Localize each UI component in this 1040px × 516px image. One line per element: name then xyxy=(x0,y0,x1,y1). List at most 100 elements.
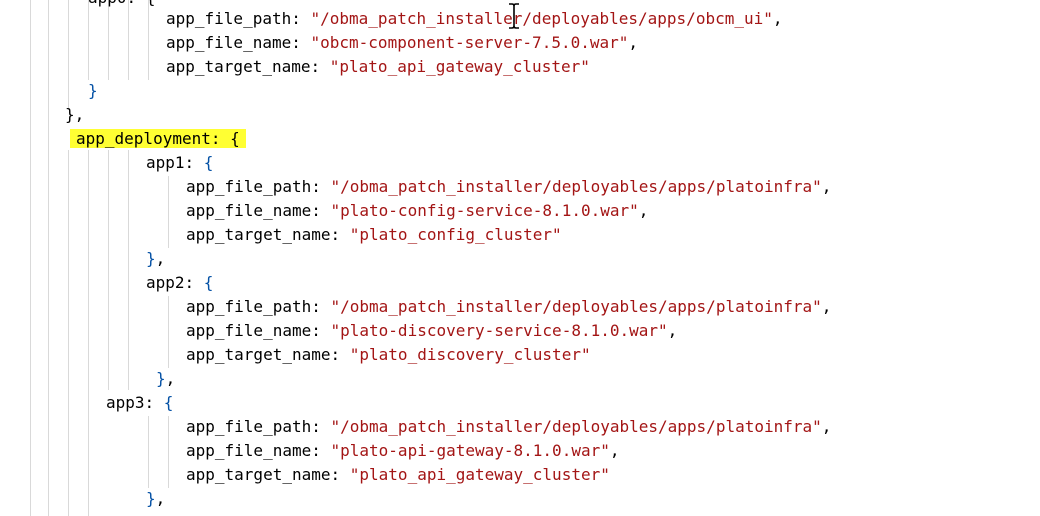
indent-guide xyxy=(68,0,69,110)
key-token: app_target_name xyxy=(186,225,331,244)
code-line[interactable]: }, xyxy=(146,487,165,511)
indent-guide xyxy=(128,0,129,80)
key-token: app_target_name xyxy=(186,345,331,364)
brace-token: } xyxy=(88,81,98,100)
key-token: app0: { xyxy=(88,0,155,7)
string-token: "obcm-component-server-7.5.0.war" xyxy=(310,33,629,52)
punctuation-token: , xyxy=(165,369,176,388)
punctuation-token: , xyxy=(628,33,639,52)
punctuation-token: , xyxy=(821,417,832,436)
punctuation-token: , xyxy=(155,249,166,268)
indent-guide xyxy=(168,296,169,368)
key-token: app_file_path xyxy=(166,9,292,28)
indent-guide xyxy=(168,416,169,488)
code-line[interactable]: app3: { xyxy=(106,391,173,415)
punctuation-token: , xyxy=(667,321,678,340)
punctuation-token: : xyxy=(311,177,331,196)
key-token: app1 xyxy=(146,153,185,172)
punctuation-token: : xyxy=(291,9,311,28)
key-token: app_file_name xyxy=(186,201,312,220)
punctuation-token: : xyxy=(210,129,231,148)
code-line[interactable]: }, xyxy=(65,103,84,127)
code-line[interactable]: app_target_name: "plato_discovery_cluste… xyxy=(186,343,591,367)
key-token: app3 xyxy=(106,393,145,412)
code-line[interactable]: app_target_name: "plato_api_gateway_clus… xyxy=(166,55,590,79)
code-line[interactable]: app_file_name: "plato-api-gateway-8.1.0.… xyxy=(186,439,620,463)
code-line[interactable]: app_file_path: "/obma_patch_installer/de… xyxy=(166,7,783,31)
code-line[interactable]: app_file_name: "plato-config-service-8.1… xyxy=(186,199,648,223)
string-token: "plato-config-service-8.1.0.war" xyxy=(330,201,639,220)
punctuation-token: : xyxy=(330,225,350,244)
indent-guide xyxy=(128,150,129,390)
key-token: app_deployment xyxy=(76,129,211,148)
code-line[interactable]: app_file_path: "/obma_patch_installer/de… xyxy=(186,175,831,199)
punctuation-token: : xyxy=(330,465,350,484)
indent-guide xyxy=(88,0,89,80)
punctuation-token: : xyxy=(311,321,331,340)
code-line[interactable]: } xyxy=(88,79,98,103)
key-token: app_file_path xyxy=(186,417,312,436)
punctuation-token: , xyxy=(155,489,166,508)
string-token: "plato_config_cluster" xyxy=(349,225,562,244)
code-line[interactable]: app_file_name: "plato-discovery-service-… xyxy=(186,319,677,343)
brace-token: } xyxy=(146,489,156,508)
string-token: "plato-api-gateway-8.1.0.war" xyxy=(330,441,610,460)
key-token: app_file_name xyxy=(186,441,312,460)
punctuation-token: { xyxy=(230,129,240,148)
code-line[interactable]: app0: { xyxy=(88,0,155,10)
key-token: app_target_name xyxy=(166,57,311,76)
punctuation-token: : xyxy=(311,297,331,316)
string-token: "plato_api_gateway_cluster" xyxy=(329,57,590,76)
punctuation-token: : xyxy=(184,153,204,172)
punctuation-token: , xyxy=(609,441,620,460)
punctuation-token: : xyxy=(184,273,204,292)
indent-guide xyxy=(168,176,169,248)
brace-token: { xyxy=(203,153,214,172)
punctuation-token: }, xyxy=(65,105,85,124)
code-line[interactable]: }, xyxy=(156,367,175,391)
key-token: app_file_path xyxy=(186,297,312,316)
punctuation-token: , xyxy=(772,9,783,28)
indent-guide xyxy=(68,150,69,516)
brace-token: } xyxy=(156,369,166,388)
string-token: "/obma_patch_installer/deployables/apps/… xyxy=(330,417,822,436)
punctuation-token: : xyxy=(310,57,330,76)
punctuation-token: , xyxy=(821,177,832,196)
code-line[interactable]: app_target_name: "plato_api_gateway_clus… xyxy=(186,463,610,487)
punctuation-token: : xyxy=(144,393,164,412)
indent-guide xyxy=(108,0,109,80)
string-token: "plato_api_gateway_cluster" xyxy=(349,465,610,484)
search-highlight: app_deployment: { xyxy=(70,129,246,148)
code-line[interactable]: app_file_path: "/obma_patch_installer/de… xyxy=(186,295,831,319)
indent-guide xyxy=(48,0,49,516)
code-line[interactable]: app_target_name: "plato_config_cluster" xyxy=(186,223,562,247)
code-line[interactable]: app_file_path: "/obma_patch_installer/de… xyxy=(186,415,831,439)
punctuation-token: : xyxy=(311,441,331,460)
punctuation-token: : xyxy=(330,345,350,364)
code-line[interactable]: }, xyxy=(146,247,165,271)
code-line[interactable]: app_deployment: { xyxy=(70,127,246,151)
string-token: "plato-discovery-service-8.1.0.war" xyxy=(330,321,668,340)
indent-guide xyxy=(30,0,31,516)
indent-guide xyxy=(148,0,149,80)
string-token: "/obma_patch_installer/deployables/apps/… xyxy=(330,177,822,196)
key-token: app2 xyxy=(146,273,185,292)
text-cursor-icon xyxy=(509,3,519,29)
indent-guide xyxy=(108,150,109,390)
string-token: "/obma_patch_installer/deployables/apps/… xyxy=(310,9,773,28)
brace-token: { xyxy=(163,393,174,412)
key-token: app_file_path xyxy=(186,177,312,196)
string-token: "plato_discovery_cluster" xyxy=(349,345,591,364)
brace-token: } xyxy=(146,249,156,268)
code-line[interactable]: app1: { xyxy=(146,151,213,175)
code-line[interactable]: app2: { xyxy=(146,271,213,295)
punctuation-token: , xyxy=(638,201,649,220)
indent-guide xyxy=(88,150,89,516)
brace-token: { xyxy=(203,273,214,292)
key-token: app_file_name xyxy=(186,321,312,340)
punctuation-token: : xyxy=(291,33,311,52)
code-line[interactable]: app_file_name: "obcm-component-server-7.… xyxy=(166,31,638,55)
key-token: app_target_name xyxy=(186,465,331,484)
indent-guide xyxy=(148,416,149,488)
